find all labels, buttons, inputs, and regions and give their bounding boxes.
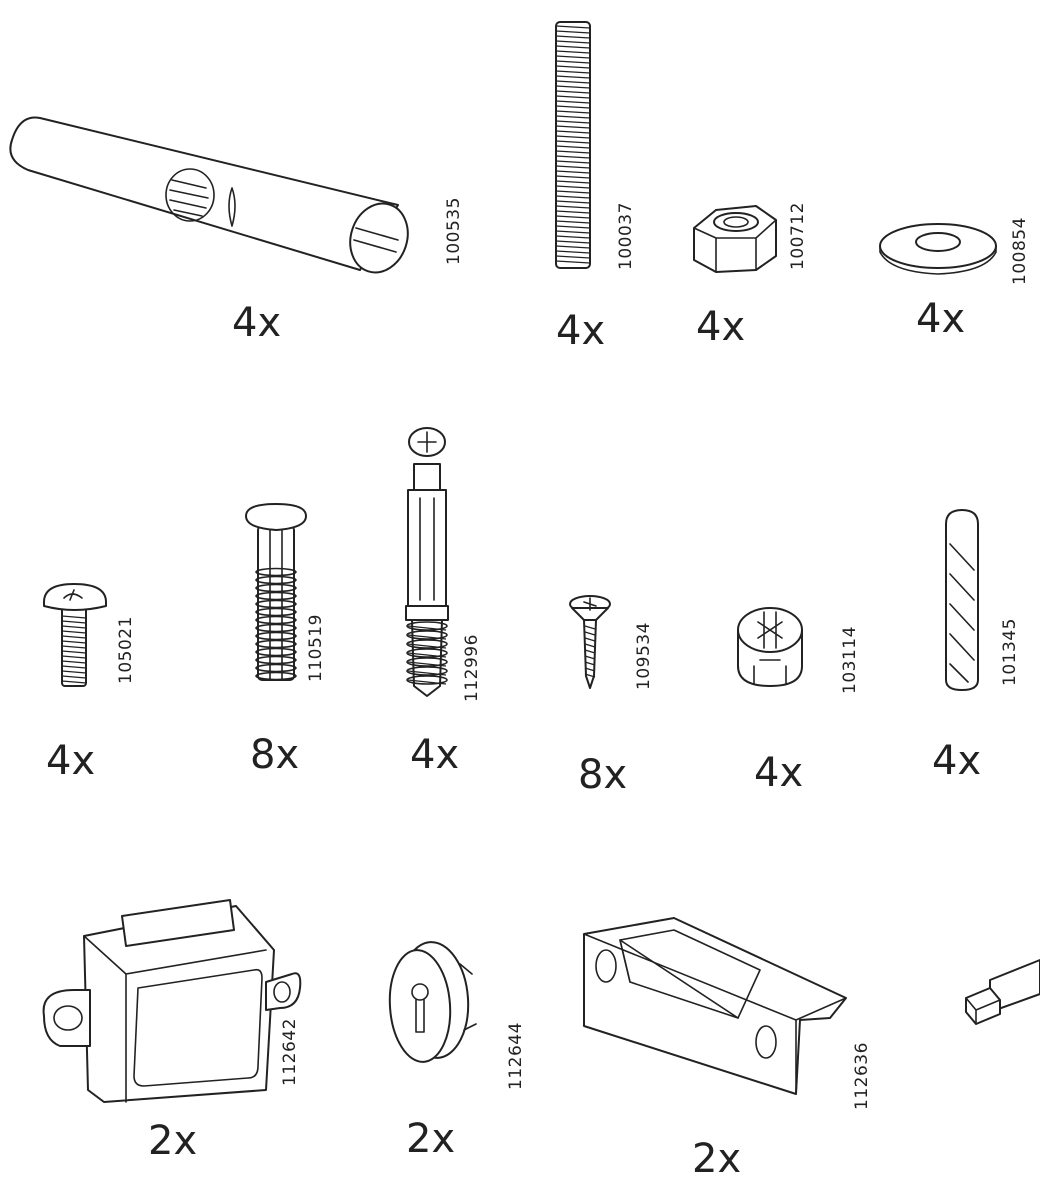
part-anchor-plug: 110519 8x xyxy=(230,500,350,800)
part-quantity: 2x xyxy=(406,1116,456,1162)
part-quantity: 4x xyxy=(556,308,606,354)
washer-icon xyxy=(860,0,1040,370)
part-code: 112642 xyxy=(280,1018,300,1086)
part-cam-dowel: 112996 4x xyxy=(390,420,510,800)
part-quantity: 4x xyxy=(916,296,966,342)
part-cam-lock: 103114 4x xyxy=(720,600,860,800)
part-code: 100535 xyxy=(444,197,464,265)
part-quantity: 8x xyxy=(578,752,628,798)
machine-screw-icon xyxy=(30,570,140,800)
part-quantity: 2x xyxy=(692,1136,742,1182)
cam-lock-icon xyxy=(720,600,860,800)
part-quantity: 8x xyxy=(250,732,300,778)
part-quantity: 4x xyxy=(932,738,982,784)
part-code: 105021 xyxy=(116,616,136,684)
part-code: 100037 xyxy=(616,202,636,270)
wood-screw-icon xyxy=(560,580,660,800)
anchor-plug-icon xyxy=(230,500,350,800)
part-lock-body: 112642 2x xyxy=(30,890,320,1170)
part-code: 112644 xyxy=(506,1022,526,1090)
part-strike-plate: 112636 2x xyxy=(570,910,880,1182)
threaded-rod-icon xyxy=(540,0,660,370)
part-code: 109534 xyxy=(634,622,654,690)
part-key xyxy=(950,940,1040,1060)
part-code: 112636 xyxy=(852,1042,872,1110)
wood-dowel-icon xyxy=(920,500,1040,800)
part-code: 101345 xyxy=(1000,618,1020,686)
part-code: 112996 xyxy=(462,634,482,702)
part-quantity: 2x xyxy=(148,1118,198,1164)
part-quantity: 4x xyxy=(46,738,96,784)
part-code: 110519 xyxy=(306,614,326,682)
lock-body-icon xyxy=(30,890,320,1170)
part-keyhole-escutcheon: 112644 2x xyxy=(380,930,526,1170)
strike-plate-icon xyxy=(570,910,880,1170)
part-code: 100712 xyxy=(788,202,808,270)
hex-nut-icon xyxy=(680,0,820,370)
part-code: 100854 xyxy=(1010,217,1030,285)
key-icon xyxy=(950,940,1040,1060)
part-threaded-rod: 100037 4x xyxy=(540,0,660,370)
keyhole-escutcheon-icon xyxy=(380,930,520,1170)
part-washer: 100854 4x xyxy=(860,0,1040,370)
part-wood-screw: 109534 8x xyxy=(560,580,660,800)
part-quantity: 4x xyxy=(696,304,746,350)
part-code: 103114 xyxy=(840,626,860,694)
part-cross-dowel: 100535 4x xyxy=(0,0,470,370)
cam-dowel-icon xyxy=(390,420,510,800)
cross-dowel-icon xyxy=(0,0,470,370)
part-wood-dowel: 101345 4x xyxy=(920,500,1040,800)
part-quantity: 4x xyxy=(232,300,282,346)
part-hex-nut: 100712 4x xyxy=(680,0,820,370)
part-quantity: 4x xyxy=(410,732,460,778)
part-machine-screw: 105021 4x xyxy=(30,570,140,800)
part-quantity: 4x xyxy=(754,750,804,796)
